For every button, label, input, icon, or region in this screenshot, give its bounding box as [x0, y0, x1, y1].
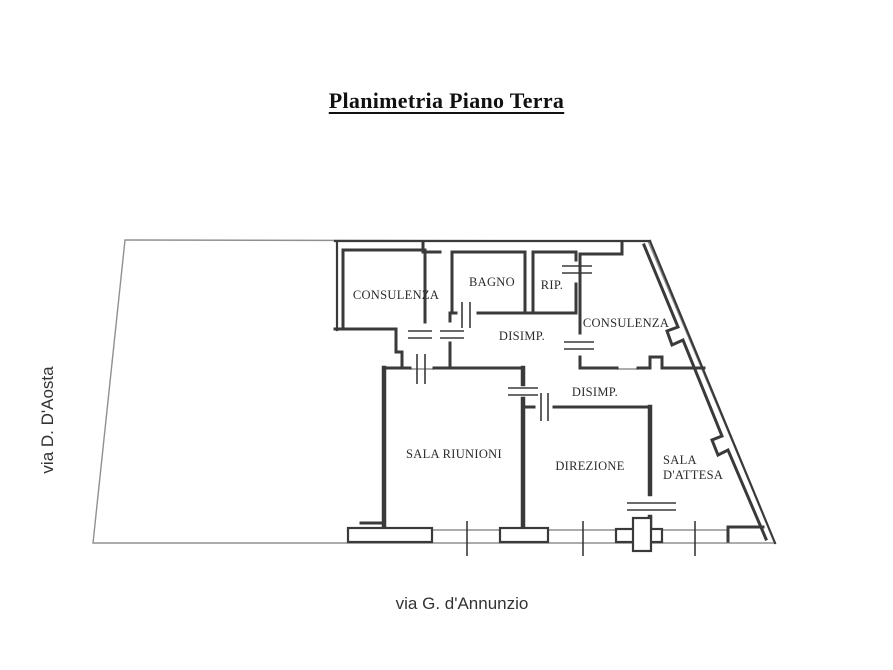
label-sala-attesa-line1: SALA — [663, 453, 697, 467]
direzione-top-door-tick — [540, 393, 549, 421]
lot-boundary — [92, 239, 777, 544]
pier-3-vertical — [631, 516, 653, 553]
rip-door-tick — [562, 265, 592, 274]
room-rip — [531, 250, 578, 315]
direzione-right-door-tick — [627, 502, 676, 511]
street-label-bottom: via G. d'Annunzio — [395, 594, 529, 613]
bottom-wall-piers — [346, 516, 664, 553]
vestibule-door-tick — [440, 330, 464, 339]
label-sala-riunioni: SALA RIUNIONI — [406, 447, 502, 461]
corridor-walls — [382, 311, 525, 370]
label-bagno: BAGNO — [469, 275, 515, 289]
label-direzione: DIREZIONE — [555, 459, 624, 473]
riunioni-door-tick — [416, 354, 426, 384]
label-rip: RIP. — [541, 278, 563, 292]
openings — [408, 265, 696, 556]
consulenza-right-door-tick — [564, 341, 594, 350]
bagno-door-tick — [461, 302, 471, 328]
page-title: Planimetria Piano Terra — [328, 88, 565, 113]
cl-step — [394, 327, 404, 368]
lot-boundary-group — [92, 239, 777, 544]
room-labels: CONSULENZA BAGNO RIP. CONSULENZA DISIMP.… — [353, 275, 723, 482]
disimp-lower-door-tick — [508, 387, 538, 396]
label-disimp-upper: DISIMP. — [499, 329, 545, 343]
consulenza-left-door-tick — [408, 330, 432, 339]
cr-top-wall — [578, 240, 624, 256]
room-bagno — [450, 250, 578, 315]
label-consulenza-left: CONSULENZA — [353, 288, 439, 302]
shell-slant-inner — [642, 243, 768, 541]
room-consulenza-right — [578, 240, 706, 370]
pier-bottom-right — [726, 525, 765, 543]
label-disimp-lower: DISIMP. — [572, 385, 618, 399]
room-consulenza-left — [333, 241, 442, 368]
room-sala-riunioni — [359, 365, 387, 532]
cr-pier — [648, 355, 664, 370]
pier-1 — [346, 526, 434, 544]
pier-2 — [498, 526, 550, 544]
building-shell — [333, 239, 777, 545]
label-sala-attesa-line2: D'ATTESA — [663, 468, 723, 482]
label-consulenza-right: CONSULENZA — [583, 316, 669, 330]
cl-top-step — [421, 241, 442, 254]
shell-slant-outer — [648, 239, 777, 545]
